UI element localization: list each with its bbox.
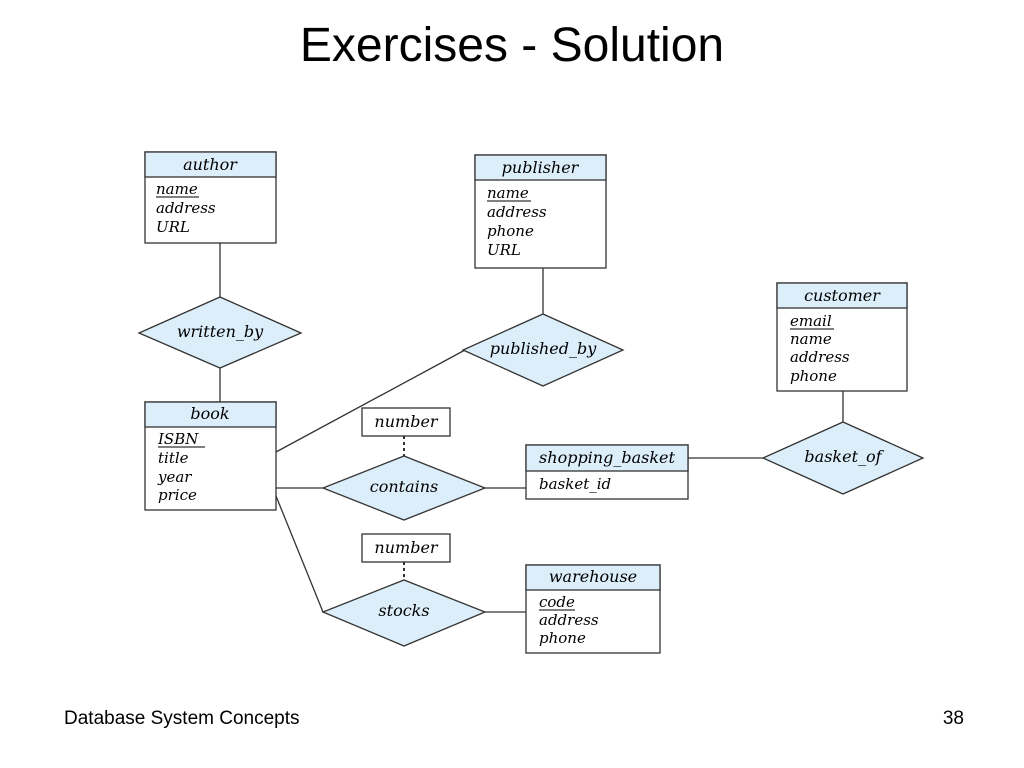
relationship-contains: contains (321, 455, 487, 521)
entity-customer-name: customer (804, 286, 881, 305)
line-book-stocks (275, 495, 324, 613)
attribute-author-url: URL (156, 218, 190, 236)
entity-book-name: book (190, 404, 229, 423)
entity-shopping-basket: shopping_basket basket_id (525, 444, 689, 500)
entity-author: author name address URL (144, 151, 277, 244)
relationship-published-by: published_by (461, 313, 625, 387)
entity-customer: customer email name address phone (776, 282, 908, 392)
footer-course-title: Database System Concepts (64, 708, 300, 729)
attribute-author-name: name (156, 180, 198, 198)
entity-warehouse-name: warehouse (549, 567, 637, 586)
relationship-attribute-contains-number: number (361, 407, 451, 437)
attribute-book-title: title (158, 449, 189, 467)
entity-publisher-name: publisher (502, 158, 580, 177)
attribute-publisher-url: URL (487, 241, 521, 259)
attribute-publisher-phone: phone (487, 222, 534, 240)
relationship-basket-of-label: basket_of (804, 447, 884, 466)
attribute-warehouse-address: address (539, 611, 599, 629)
footer-page-number: 38 (942, 708, 964, 729)
relationship-attribute-stocks-label: number (374, 538, 438, 557)
relationship-written-by-label: written_by (177, 322, 264, 341)
relationship-attribute-stocks-number: number (361, 533, 451, 563)
relationship-written-by: written_by (137, 296, 303, 369)
attribute-customer-email: email (790, 312, 832, 330)
attribute-author-address: address (156, 199, 216, 217)
entity-warehouse: warehouse code address phone (525, 564, 661, 654)
attribute-book-year: year (157, 468, 192, 486)
connector-lines (219, 243, 844, 613)
entity-publisher: publisher name address phone URL (474, 154, 607, 269)
attribute-publisher-name: name (487, 184, 529, 202)
line-book-published-by (275, 349, 466, 453)
relationship-attribute-contains-label: number (374, 412, 438, 431)
attribute-shopping-basket-basket-id: basket_id (539, 475, 611, 493)
attribute-customer-name: name (790, 330, 832, 348)
attribute-customer-address: address (790, 348, 850, 366)
attribute-publisher-address: address (487, 203, 547, 221)
relationship-stocks: stocks (321, 579, 487, 647)
relationship-basket-of: basket_of (761, 421, 925, 495)
relationship-stocks-label: stocks (378, 601, 429, 620)
attribute-warehouse-phone: phone (539, 629, 586, 647)
attribute-book-isbn: ISBN (157, 430, 199, 448)
entity-author-name: author (183, 155, 238, 174)
entity-shopping-basket-name: shopping_basket (539, 448, 675, 467)
entity-book: book ISBN title year price (144, 401, 277, 511)
attribute-book-price: price (158, 486, 197, 504)
slide-title: Exercises - Solution (299, 19, 725, 72)
relationship-published-by-label: published_by (490, 339, 597, 358)
attribute-warehouse-code: code (539, 593, 575, 611)
relationship-contains-label: contains (370, 477, 439, 496)
attribute-customer-phone: phone (790, 367, 837, 385)
